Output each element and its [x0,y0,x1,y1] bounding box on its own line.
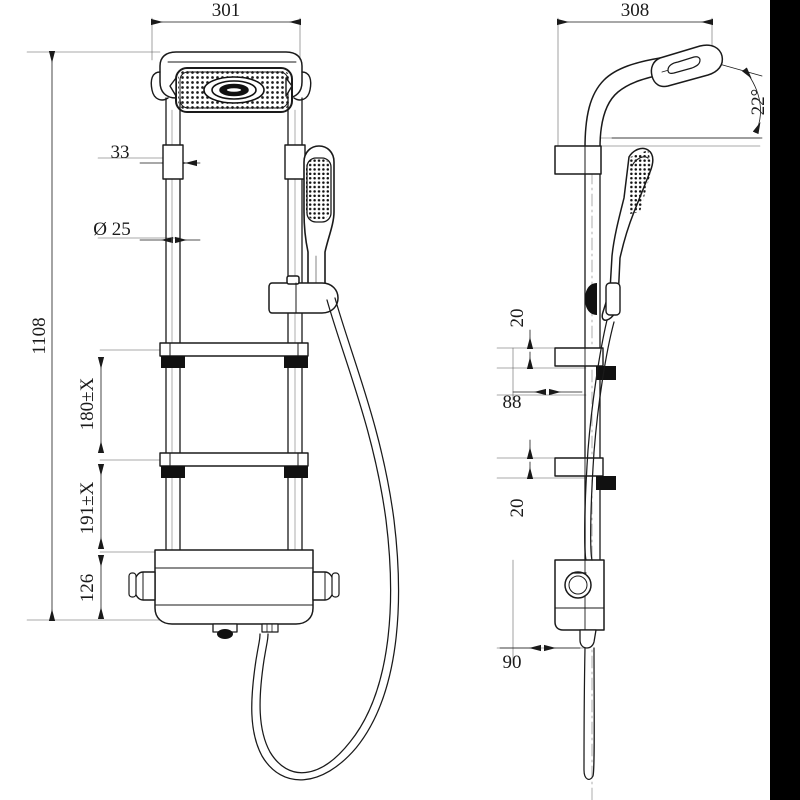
shower-head-mount-right [285,71,312,101]
side-hose [583,319,615,780]
dim-126-label: 126 [77,574,98,603]
dim-dia25-label: Ø 25 [93,219,130,240]
slider-collar-upper-right [284,356,308,368]
front-view-group: 301 1108 33 Ø 25 180±X [26,0,400,781]
hand-shower-holder [268,275,339,314]
slider-bar-lower [159,452,309,467]
side-hand-shower-outline2 [631,156,649,167]
slider-collar-lower-right [284,466,308,478]
dim-308-label: 308 [621,0,650,21]
rail-sleeve-right [284,144,306,180]
valve-handle-right [312,571,340,601]
shower-head-center-rings [203,76,265,104]
slider-collar-upper-left [161,356,185,368]
side-hand-shower-holder [585,282,621,316]
valve-hose-connector [261,623,279,633]
dim-33-label: 33 [111,142,130,163]
dim-301-label: 301 [212,0,241,21]
hand-shower-spray-holes [306,158,330,220]
side-slider-lower [554,457,616,490]
valve-handle-left [128,571,156,601]
dim-22deg-label: 22° [748,89,769,116]
side-view-group: 308 22° 20 88 [496,0,769,800]
valve-bottom-outlet [212,623,238,639]
side-shower-arm [584,57,665,149]
side-shower-head-insert [667,56,701,74]
shower-hose-front [251,297,400,781]
right-edge-black-band [770,0,800,800]
dim-20-upper-label: 20 [507,309,528,328]
dim-191-label: 191±X [77,481,98,534]
valve-body-front [154,549,314,625]
side-valve-knob [564,571,592,599]
rail-sleeve-left [162,144,184,180]
dim-20-lower-label: 20 [507,499,528,518]
overhead-shower-head [159,51,303,99]
slider-collar-lower-left [161,466,185,478]
side-valve-outlet [579,629,597,649]
dim-90-label: 90 [503,652,522,673]
dim-88-label: 88 [503,392,522,413]
dim-1108-label: 1108 [29,317,50,354]
side-slider-upper [554,347,616,380]
side-wall-bracket [554,145,602,175]
side-extension-lines [496,17,761,661]
slider-bar-upper [159,342,309,357]
dim-180-label: 180±X [77,377,98,430]
shower-head-mount-left [150,71,177,101]
